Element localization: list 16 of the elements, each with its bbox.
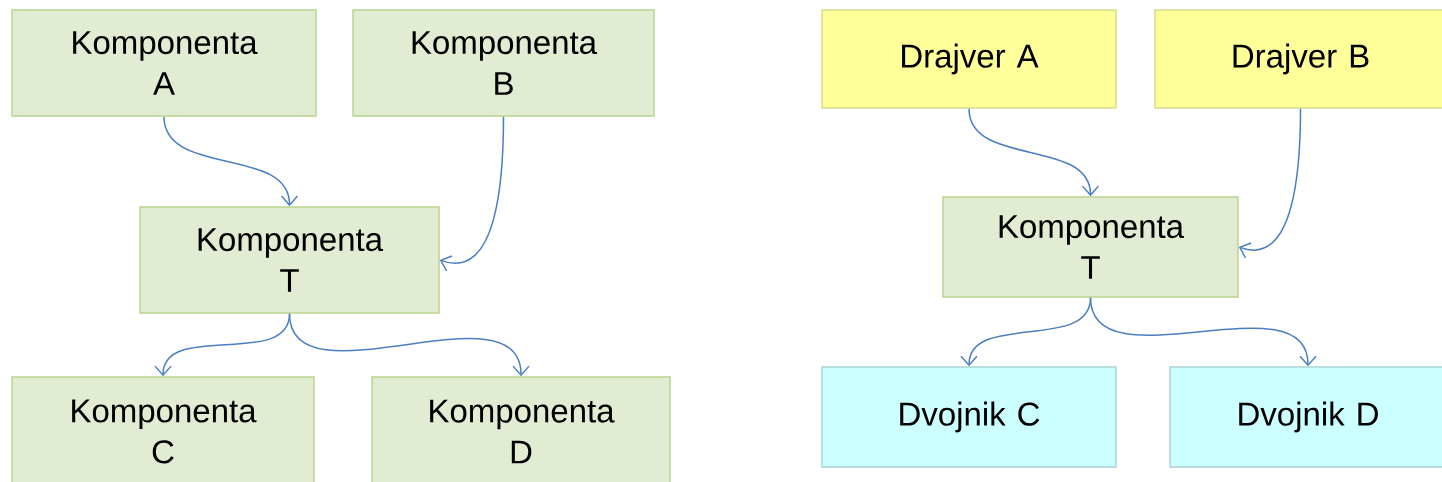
process-box: Drajver B (1154, 9, 1442, 109)
arrow (1089, 297, 1317, 367)
process-box: Dvojnik D (1169, 366, 1442, 468)
arrow (439, 116, 505, 272)
process-box: Dvojnik C (821, 366, 1117, 468)
arrow (288, 313, 530, 377)
process-box: Komponenta A (11, 9, 317, 117)
process-box: Komponenta T (139, 206, 440, 314)
arrow (163, 116, 299, 207)
arrow (1238, 108, 1302, 259)
process-box: Komponenta T (942, 196, 1239, 298)
process-box: Komponenta C (11, 376, 315, 482)
process-box: Komponenta D (371, 376, 671, 482)
process-box: Komponenta B (352, 9, 655, 117)
arrow (968, 108, 1100, 197)
process-box: Drajver A (821, 9, 1117, 109)
